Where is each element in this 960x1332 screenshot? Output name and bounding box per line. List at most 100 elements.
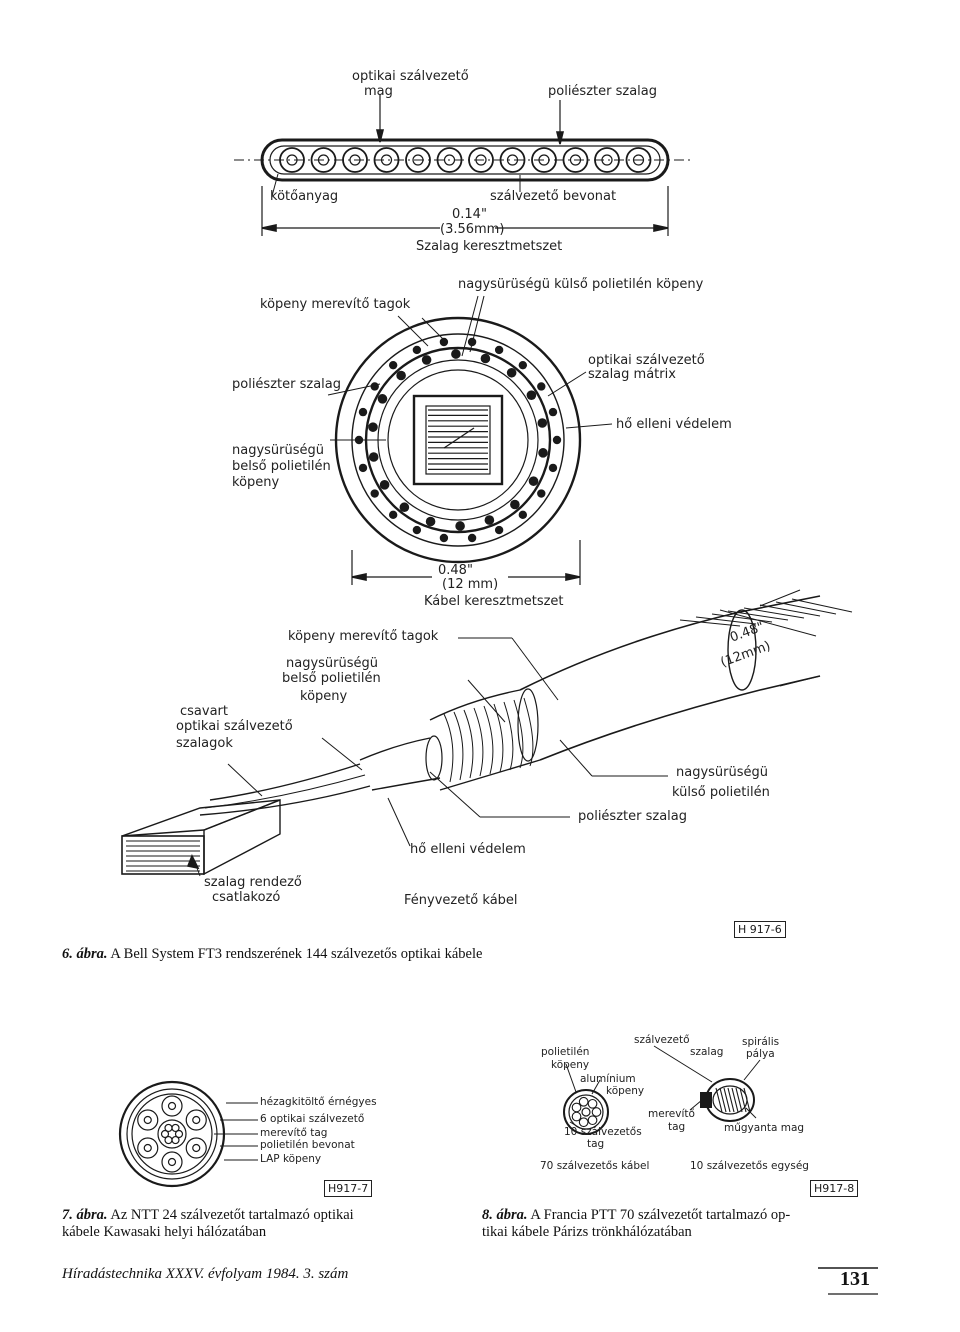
page-number: 131 bbox=[840, 1268, 870, 1290]
figure-6-number: 6. ábra. bbox=[62, 946, 108, 962]
label-inner-jacket-3: köpeny bbox=[232, 475, 280, 490]
label-persp-strength: köpeny merevítő tagok bbox=[288, 629, 439, 644]
strength-member-dot bbox=[439, 337, 449, 347]
helix-wire bbox=[463, 709, 474, 779]
label-persp-outer-1: nagysürüségü bbox=[676, 765, 769, 780]
ribbon-fiber bbox=[373, 147, 400, 173]
ribbon-fiber-core bbox=[380, 154, 393, 166]
label-matrix-2: szalag mátrix bbox=[588, 367, 676, 382]
ribbon-section-title: Szalag keresztmetszet bbox=[416, 239, 563, 254]
inner-strength-dot bbox=[528, 476, 539, 486]
ribbon-fiber bbox=[499, 147, 526, 173]
ribbon-fiber-core bbox=[601, 154, 613, 166]
helix-wire bbox=[483, 705, 494, 775]
fig7-label: hézagkitöltő érnégyes bbox=[260, 1096, 377, 1108]
ribbon-fiber-core bbox=[632, 154, 645, 166]
fig8-label-strength-1: merevítő bbox=[648, 1108, 695, 1120]
inner-strength-dot bbox=[368, 452, 379, 462]
strength-member-dot bbox=[537, 489, 546, 498]
ribbon-fiber-core bbox=[506, 154, 519, 166]
jacket-hatch-line bbox=[743, 607, 805, 619]
inner-strength-dot bbox=[480, 353, 491, 364]
ribbon-fiber-core bbox=[349, 154, 361, 166]
jacket-hatch-line bbox=[711, 613, 773, 623]
figure-7-id: H917-7 bbox=[324, 1180, 373, 1197]
ribbon-fiber bbox=[468, 147, 494, 173]
fig8-label-ribbon-1: szálvezető bbox=[634, 1034, 690, 1046]
fig8-label-strength-2: tag bbox=[668, 1121, 686, 1133]
figure-7-number: 7. ábra. bbox=[62, 1207, 108, 1223]
label-matrix-1: optikai szálvezető bbox=[588, 353, 705, 368]
label-core: mag bbox=[364, 84, 393, 99]
fig8-sub-right: 10 szálvezetős egység bbox=[690, 1160, 809, 1172]
strength-member-dot bbox=[370, 489, 379, 498]
label-heat-barrier: hő elleni védelem bbox=[616, 417, 732, 432]
fig8-label-pe-2: köpeny bbox=[551, 1059, 590, 1071]
label-twisted-1: csavart bbox=[180, 704, 228, 719]
jacket-hatch-line bbox=[775, 601, 837, 615]
strength-member-dot bbox=[439, 533, 449, 543]
strength-member-dot bbox=[494, 345, 504, 355]
fig7-label: LAP köpeny bbox=[260, 1153, 322, 1165]
label-adhesive: kötőanyag bbox=[270, 189, 339, 204]
strength-member-dot bbox=[548, 407, 558, 417]
strength-member-dot bbox=[518, 510, 528, 520]
journal-footer: Híradástechnika XXXV. évfolyam 1984. 3. … bbox=[62, 1266, 349, 1282]
inner-strength-dot bbox=[425, 516, 436, 527]
strength-member-dot bbox=[358, 463, 368, 473]
helix-wire bbox=[453, 711, 464, 781]
label-inner-jacket-2: belső polietilén bbox=[232, 459, 331, 474]
figure-6-caption-text: A Bell System FT3 rendszerének 144 szálv… bbox=[110, 946, 483, 962]
fig8-sub-left: 70 szálvezetős kábel bbox=[540, 1160, 650, 1172]
ribbon-cross-section bbox=[234, 94, 692, 236]
inner-strength-dot bbox=[368, 422, 378, 432]
ribbon-fiber-core bbox=[286, 154, 298, 166]
inner-strength-dot bbox=[421, 355, 432, 365]
ribbon-fiber bbox=[310, 147, 337, 173]
inner-strength-dot bbox=[526, 390, 537, 400]
ribbon-fiber-core bbox=[317, 154, 330, 166]
fig8-label-al-1: alumínium bbox=[580, 1073, 636, 1085]
ribbon-fiber-core bbox=[443, 154, 456, 166]
ribbon-fiber bbox=[625, 147, 652, 173]
ribbon-fiber bbox=[405, 147, 431, 173]
helix-wire bbox=[473, 707, 484, 777]
ribbon-fiber bbox=[531, 147, 557, 173]
inner-strength-dot bbox=[451, 349, 461, 359]
fig7-label: 6 optikai szálvezető bbox=[260, 1113, 365, 1125]
perspective-title: Fényvezető kábel bbox=[404, 893, 518, 908]
cable-dim-inch: 0.48" bbox=[438, 563, 473, 578]
jacket-hatch-line bbox=[759, 604, 821, 617]
cable-section-title: Kábel keresztmetszet bbox=[424, 594, 564, 609]
fig8-label-spiral-1: spirális bbox=[742, 1036, 780, 1048]
label-polyester-tape: poliészter szalag bbox=[548, 84, 657, 99]
label-persp-heat: hő elleni védelem bbox=[410, 842, 526, 857]
helix-wire bbox=[493, 703, 504, 773]
inner-strength-dot bbox=[455, 521, 465, 531]
fig7-label: merevítő tag bbox=[260, 1127, 328, 1139]
ribbon-fiber-core bbox=[475, 154, 487, 166]
ribbon-dim-mm: (3.56mm) bbox=[440, 222, 505, 237]
figure-6-id: H 917-6 bbox=[734, 921, 786, 938]
ribbon-fiber bbox=[436, 147, 463, 173]
jacket-hatch-line bbox=[695, 616, 757, 625]
inner-strength-dot bbox=[537, 418, 548, 428]
inner-strength-dot bbox=[377, 394, 388, 404]
strength-member-dot bbox=[552, 435, 562, 445]
fig8-label-al-2: köpeny bbox=[606, 1085, 645, 1097]
strength-member-dot bbox=[358, 407, 368, 417]
ribbon-fiber bbox=[594, 147, 620, 173]
fig8-label-spiral-2: pálya bbox=[746, 1048, 775, 1060]
label-connector-2: csatlakozó bbox=[212, 890, 281, 905]
inner-strength-dot bbox=[396, 370, 406, 381]
ribbon-fiber-core bbox=[569, 154, 582, 166]
figure-8-id: H917-8 bbox=[810, 1180, 859, 1197]
figure-6-caption: 6. ábra. A Bell System FT3 rendszerének … bbox=[62, 946, 482, 963]
figure-8-number: 8. ábra. bbox=[482, 1207, 528, 1223]
strength-member-dot bbox=[548, 463, 558, 473]
inner-strength-dot bbox=[484, 515, 495, 525]
label-outer-jacket: nagysürüségü külső polietilén köpeny bbox=[458, 277, 704, 292]
ribbon-fiber-core bbox=[538, 154, 550, 166]
strength-member-dot bbox=[518, 360, 528, 370]
